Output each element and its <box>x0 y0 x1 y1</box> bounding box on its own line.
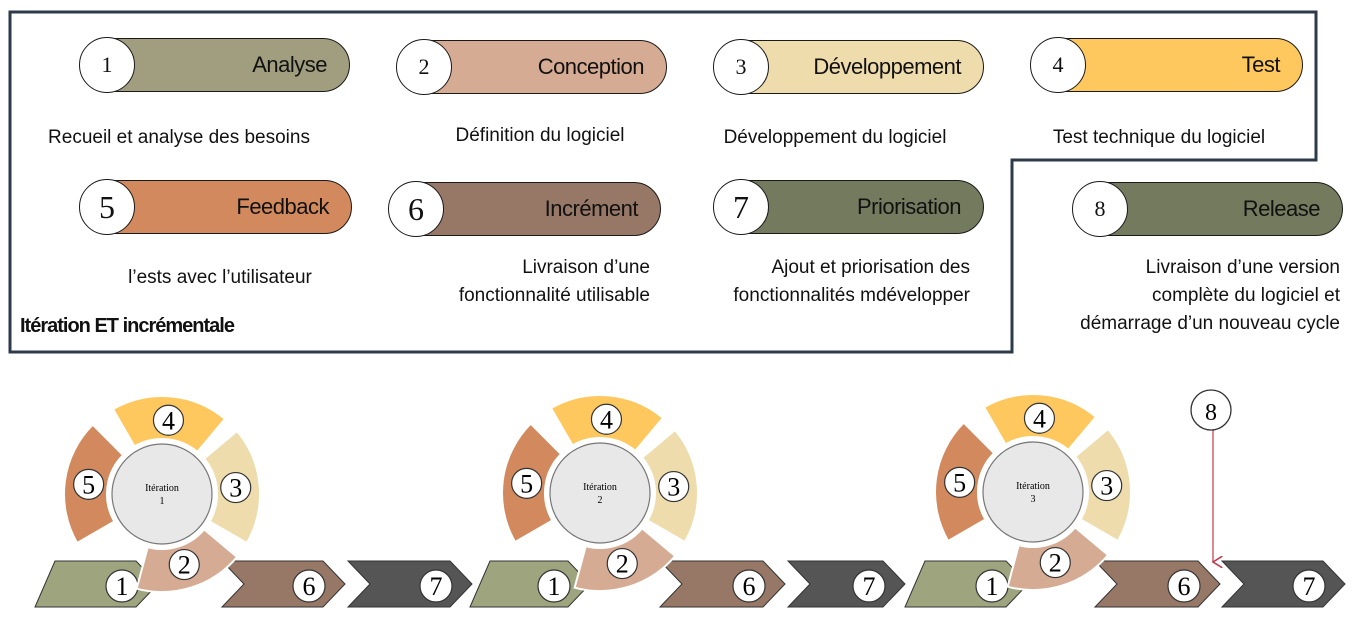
chain-number: 6 <box>743 572 756 601</box>
step-number-7: 7 <box>713 179 769 235</box>
step-label-developpement: Développement <box>813 54 961 79</box>
step-number-3: 3 <box>713 39 769 95</box>
chain-number-circle <box>852 569 886 603</box>
step-desc-3: Développement du logiciel <box>723 127 947 148</box>
step-label-feedback: Feedback <box>236 194 329 219</box>
step-number-6: 6 <box>388 181 444 237</box>
cycle-number: 4 <box>1033 404 1046 433</box>
iteration-label: Itération <box>583 482 617 493</box>
cycle-number: 3 <box>229 474 242 503</box>
step-pill-3: 3 Développement <box>713 39 984 95</box>
step-pill-2: 2 Conception <box>396 39 667 95</box>
cycle-number-circle <box>1091 469 1123 502</box>
step-pill-7: 7 Priorisation <box>713 179 984 235</box>
chain-number: 7 <box>1303 572 1316 601</box>
chain-arrow-1: 1 <box>34 560 159 608</box>
cycle-number: 5 <box>953 468 966 497</box>
iteration-label: Itération <box>145 483 179 494</box>
step-desc-2: Définition du logiciel <box>455 125 625 146</box>
chain-number-circle <box>1167 569 1201 603</box>
cycle-number-circle <box>1023 402 1056 434</box>
chain-arrow-6: 6 <box>1093 560 1221 608</box>
step-number-5: 5 <box>79 179 135 235</box>
step-label-test: Test <box>1241 52 1281 77</box>
step-number-4: 4 <box>1030 37 1086 93</box>
cycle-number-circle <box>1039 546 1071 579</box>
chain-arrow-6: 6 <box>658 560 786 608</box>
iteration-number: 1 <box>160 496 165 507</box>
step-label-priorisation: Priorisation <box>856 194 962 219</box>
iteration-center <box>549 442 651 544</box>
iteration-cycle-2: 4 3 2 5 Itération 2 <box>501 394 699 592</box>
chain-arrow-6: 6 <box>220 560 346 608</box>
chain-number-circle <box>419 569 453 603</box>
release-marker: 8 <box>1190 389 1232 431</box>
chain-number-circle <box>1292 569 1326 603</box>
step-number-8: 8 <box>1072 181 1128 237</box>
chain-arrow-7: 7 <box>1220 560 1346 608</box>
iteration-center <box>111 443 213 545</box>
cycle-number: 4 <box>600 405 613 434</box>
cycle-number: 3 <box>1100 472 1113 501</box>
chain-number-circle <box>537 569 571 603</box>
cycle-number-circle <box>606 547 638 580</box>
iteration-cycle-1: 4 3 2 5 Itération 1 <box>63 395 261 593</box>
step-desc-7: Ajout et priorisation des fonctionnalité… <box>733 257 970 306</box>
svg-text:8: 8 <box>1205 400 1217 426</box>
chain-number: 7 <box>430 572 443 601</box>
cycle-number-circle <box>152 404 185 436</box>
cycle-number: 4 <box>162 406 175 435</box>
step-pill-6: 6 Incrément <box>388 181 661 237</box>
iteration-label: Itération <box>1016 481 1050 492</box>
iteration-number: 3 <box>1031 494 1036 505</box>
step-pill-5: 5 Feedback <box>79 179 352 235</box>
step-desc-4: Test technique du logiciel <box>1052 127 1266 148</box>
cycle-number: 5 <box>82 470 95 499</box>
chain-number: 6 <box>303 572 316 601</box>
step-desc-5: l’ests avec l’utilisateur <box>128 267 312 288</box>
step-pill-4: 4 Test <box>1030 37 1303 93</box>
cycle-number-circle <box>168 548 200 581</box>
step-number-1: 1 <box>79 37 135 93</box>
step-desc-6: Livraison d’une fonctionnalité utilisabl… <box>458 257 650 306</box>
step-number-2: 2 <box>396 39 452 95</box>
iteration-center <box>982 441 1084 543</box>
chain-number: 7 <box>863 572 876 601</box>
cycle-number-circle <box>73 468 105 500</box>
step-pill-1: 1 Analyse <box>79 37 350 93</box>
cycle-number: 2 <box>616 550 629 579</box>
chain-number-circle <box>292 569 326 603</box>
chain-number: 1 <box>986 572 999 601</box>
chain-arrow-7: 7 <box>346 560 473 608</box>
chain-arrow-1: 1 <box>469 560 591 608</box>
chain-number: 1 <box>116 572 129 601</box>
step-label-release: Release <box>1242 196 1321 221</box>
iteration-number: 2 <box>598 495 603 506</box>
cycle-number-circle <box>590 403 623 435</box>
step-desc-8: Livraison d’une version complète du logi… <box>1080 257 1340 334</box>
step-desc-1: Recueil et analyse des besoins <box>48 127 310 148</box>
iteration-cycle-3: 4 3 2 5 Itération 3 <box>934 393 1132 591</box>
cycle-number-circle <box>511 467 543 499</box>
cycle-number: 5 <box>520 469 533 498</box>
cycle-number: 2 <box>1049 549 1062 578</box>
step-pill-8: 8 Release <box>1072 181 1343 237</box>
cycle-number-circle <box>944 466 976 498</box>
cycle-number-circle <box>658 470 690 503</box>
step-label-increment: Incrément <box>544 196 639 221</box>
cycle-number: 3 <box>667 473 680 502</box>
cycle-number-circle <box>220 471 252 504</box>
step-label-conception: Conception <box>537 54 645 79</box>
chain-number-circle <box>732 569 766 603</box>
step-label-analyse: Analyse <box>252 52 327 77</box>
chain-number: 1 <box>548 572 561 601</box>
chain-arrow-7: 7 <box>786 560 906 608</box>
frame-title: Itération ET incrémentale <box>20 315 235 337</box>
cycle-number: 2 <box>178 551 191 580</box>
chain-number: 6 <box>1178 572 1191 601</box>
